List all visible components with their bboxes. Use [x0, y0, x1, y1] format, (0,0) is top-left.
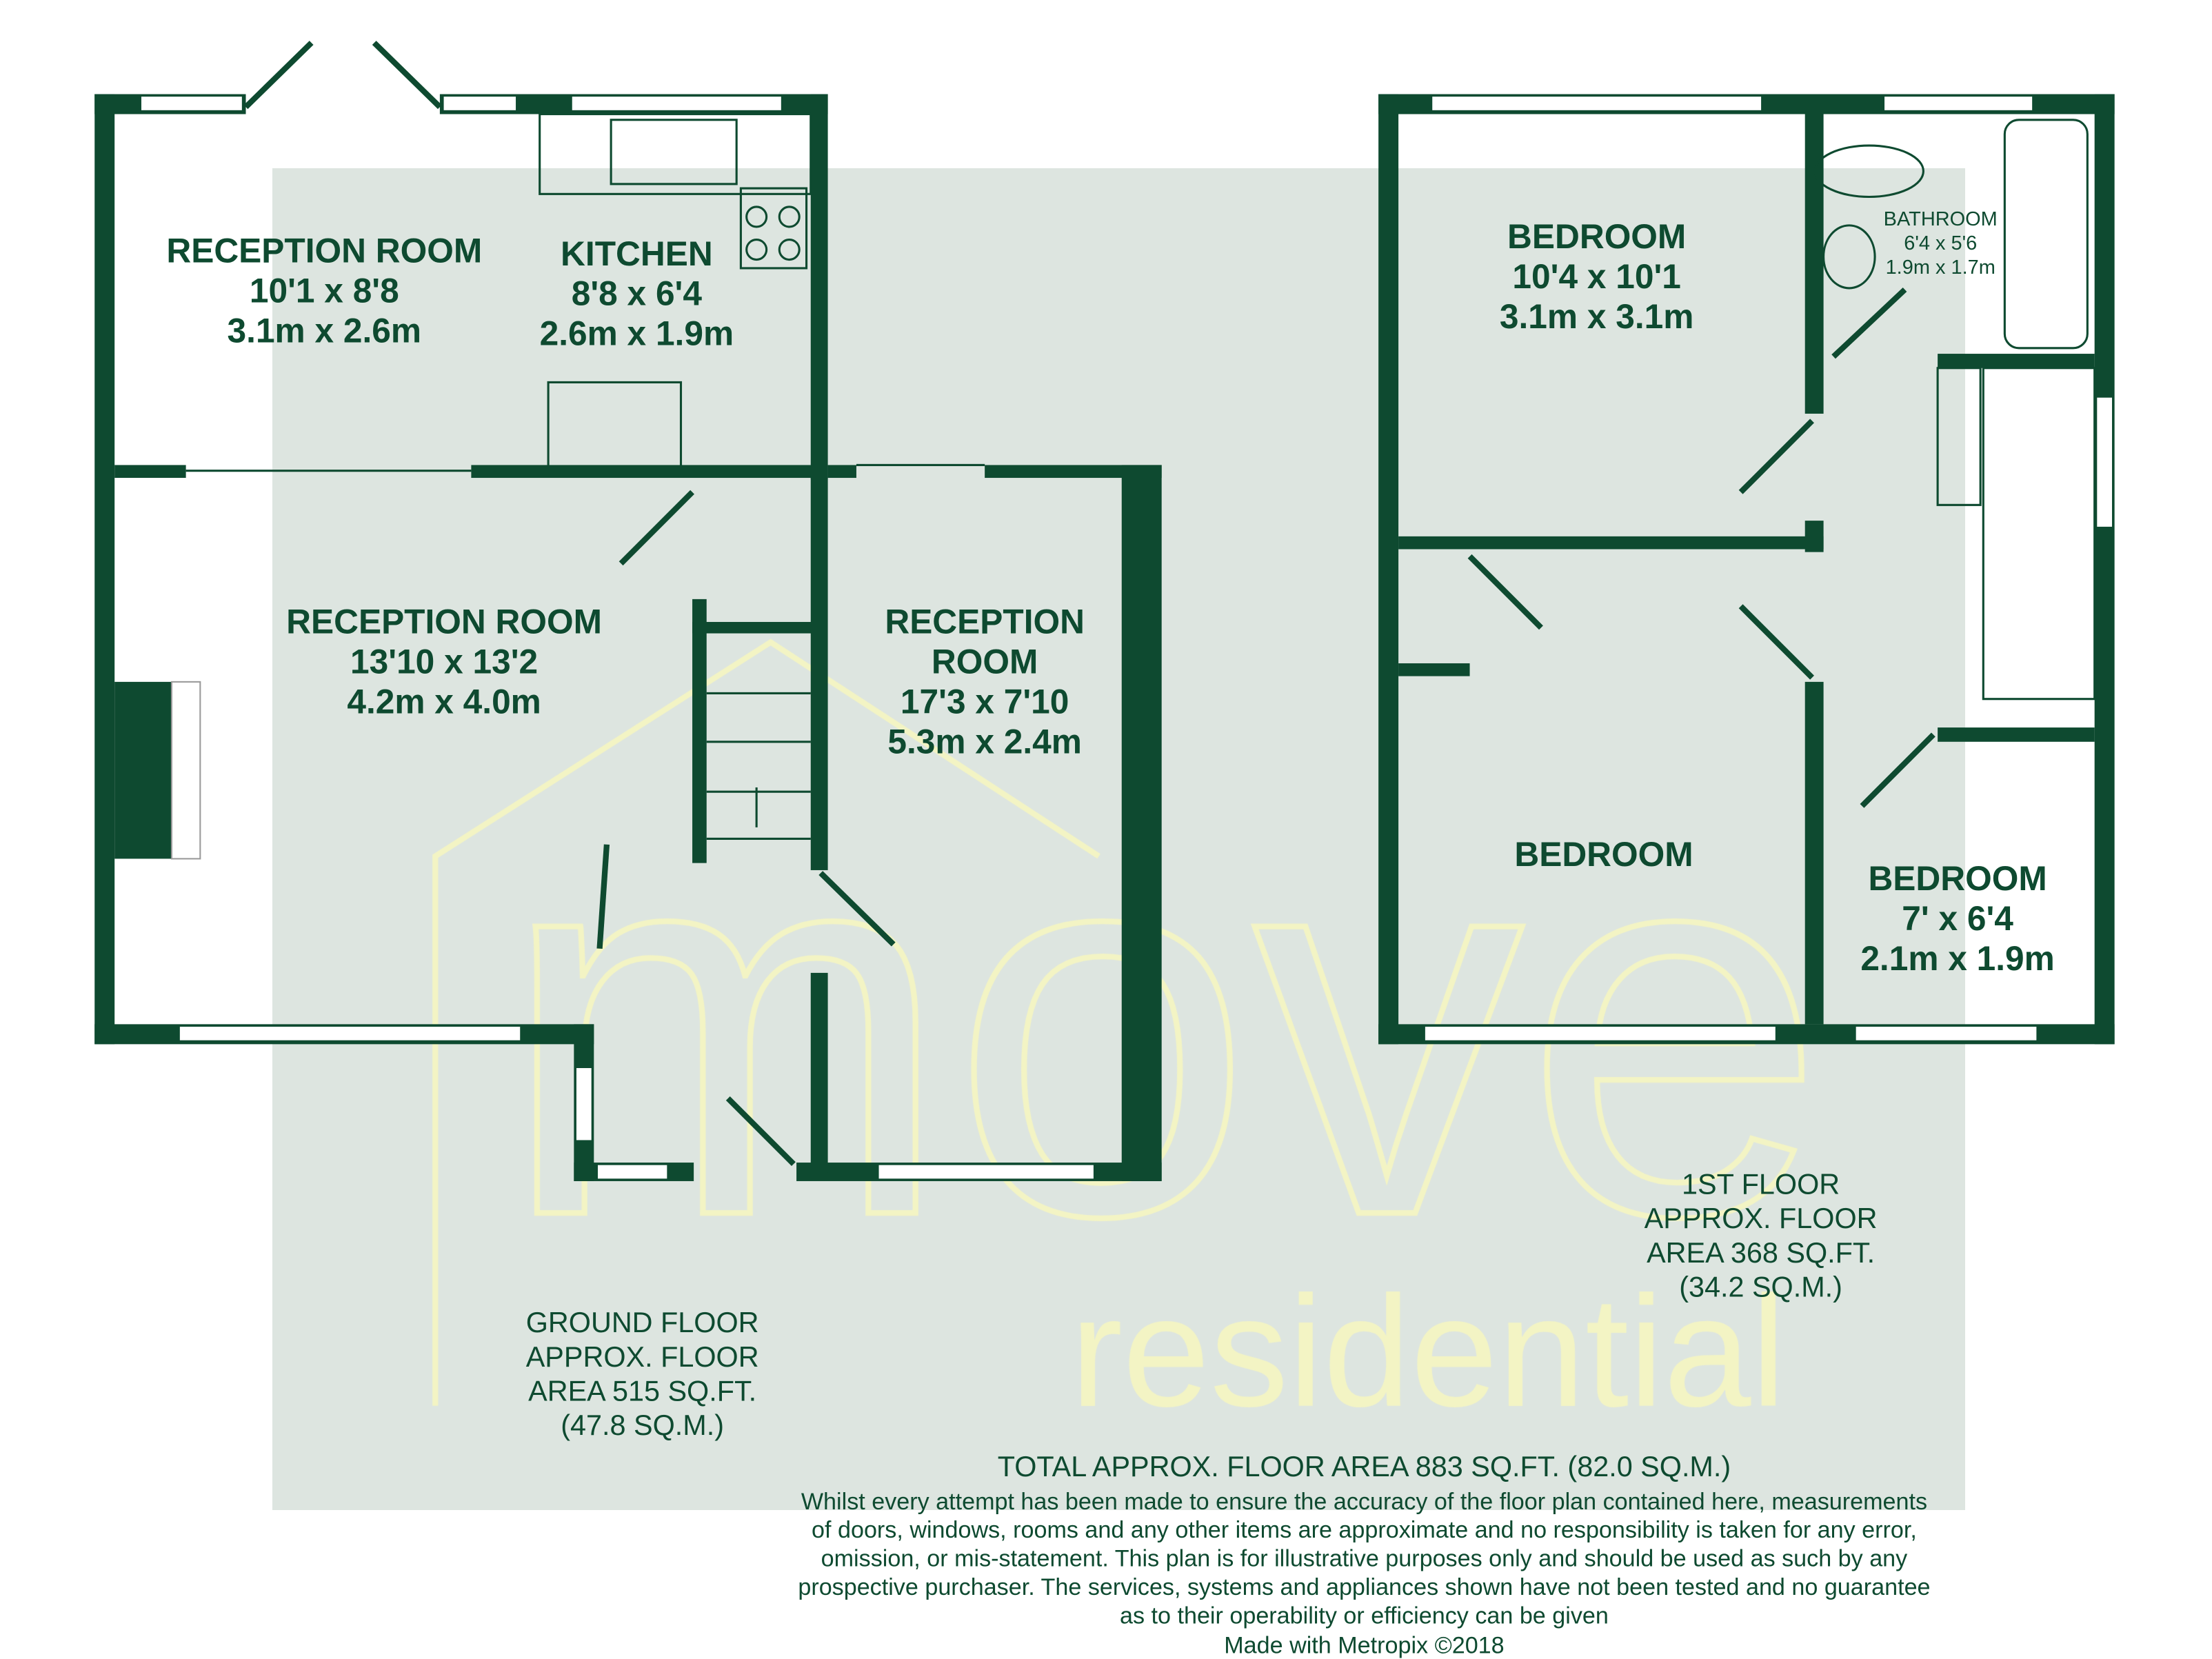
svg-text:AREA 515 SQ.FT.: AREA 515 SQ.FT.	[528, 1376, 756, 1407]
svg-text:3.1m x 3.1m: 3.1m x 3.1m	[1500, 297, 1693, 336]
svg-text:as to their operability or eff: as to their operability or efficiency ca…	[1120, 1602, 1609, 1629]
svg-text:ROOM: ROOM	[932, 642, 1038, 681]
svg-text:BEDROOM: BEDROOM	[1868, 859, 2047, 898]
svg-text:RECEPTION ROOM: RECEPTION ROOM	[166, 232, 482, 270]
fireplace-icon	[114, 681, 175, 859]
svg-text:(47.8 SQ.M.): (47.8 SQ.M.)	[561, 1409, 724, 1441]
svg-text:10'1 x 8'8: 10'1 x 8'8	[250, 272, 399, 310]
svg-text:prospective purchaser. The ser: prospective purchaser. The services, sys…	[798, 1574, 1930, 1600]
svg-text:6'4 x 5'6: 6'4 x 5'6	[1904, 232, 1977, 254]
svg-text:17'3 x 7'10: 17'3 x 7'10	[901, 682, 1069, 721]
room-bedroom-1: BEDROOM 10'4 x 10'1 3.1m x 3.1m	[1500, 217, 1693, 336]
basin-icon	[1822, 224, 1876, 290]
svg-text:(34.2 SQ.M.): (34.2 SQ.M.)	[1679, 1271, 1842, 1303]
bath-icon	[2003, 119, 2089, 350]
total-floor-area: TOTAL APPROX. FLOOR AREA 883 SQ.FT. (82.…	[998, 1451, 1731, 1482]
room-reception-3: RECEPTION ROOM 17'3 x 7'10 5.3m x 2.4m	[885, 603, 1085, 761]
stairs-first	[1982, 367, 2096, 701]
svg-text:3.1m x 2.6m: 3.1m x 2.6m	[228, 312, 421, 350]
svg-text:13'10 x 13'2: 13'10 x 13'2	[350, 642, 538, 681]
svg-text:8'8 x 6'4: 8'8 x 6'4	[572, 274, 703, 313]
toilet-icon	[1813, 144, 1924, 199]
sink-icon	[610, 119, 738, 185]
svg-text:4.2m x 4.0m: 4.2m x 4.0m	[347, 682, 541, 721]
svg-text:Whilst every attempt has been: Whilst every attempt has been made to en…	[801, 1489, 1927, 1515]
svg-text:AREA 368 SQ.FT.: AREA 368 SQ.FT.	[1647, 1237, 1875, 1269]
ground-floor-area: GROUND FLOOR APPROX. FLOOR AREA 515 SQ.F…	[526, 1307, 759, 1441]
svg-text:5.3m x 2.4m: 5.3m x 2.4m	[887, 722, 1081, 761]
svg-text:of doors, windows, rooms and a: of doors, windows, rooms and any other i…	[812, 1517, 1917, 1543]
svg-text:1.9m x 1.7m: 1.9m x 1.7m	[1886, 257, 1995, 279]
room-bedroom-3: BEDROOM 7' x 6'4 2.1m x 1.9m	[1860, 859, 2054, 978]
svg-text:RECEPTION: RECEPTION	[885, 603, 1085, 641]
room-reception-2: RECEPTION ROOM 13'10 x 13'2 4.2m x 4.0m	[286, 603, 602, 721]
svg-text:BATHROOM: BATHROOM	[1884, 208, 1998, 230]
room-bathroom: BATHROOM 6'4 x 5'6 1.9m x 1.7m	[1884, 208, 1998, 279]
svg-text:10'4 x 10'1: 10'4 x 10'1	[1512, 257, 1680, 296]
disclaimer: Whilst every attempt has been made to en…	[798, 1489, 1930, 1629]
svg-text:1ST FLOOR: 1ST FLOOR	[1682, 1169, 1840, 1200]
svg-text:KITCHEN: KITCHEN	[561, 234, 713, 273]
room-reception-1: RECEPTION ROOM 10'1 x 8'8 3.1m x 2.6m	[166, 232, 482, 350]
first-floor-area: 1ST FLOOR APPROX. FLOOR AREA 368 SQ.FT. …	[1645, 1169, 1878, 1303]
svg-text:APPROX. FLOOR: APPROX. FLOOR	[1645, 1203, 1878, 1234]
svg-text:omission, or mis-statement. Th: omission, or mis-statement. This plan is…	[821, 1546, 1908, 1572]
svg-text:GROUND FLOOR: GROUND FLOOR	[526, 1307, 759, 1338]
svg-text:RECEPTION ROOM: RECEPTION ROOM	[286, 603, 602, 641]
stairs-ground	[706, 692, 811, 840]
svg-text:BEDROOM: BEDROOM	[1507, 217, 1686, 256]
hob-icon	[739, 187, 808, 270]
svg-text:7' x 6'4: 7' x 6'4	[1902, 899, 2013, 938]
svg-text:2.6m x 1.9m: 2.6m x 1.9m	[540, 314, 734, 353]
room-kitchen: KITCHEN 8'8 x 6'4 2.6m x 1.9m	[540, 234, 734, 353]
svg-text:BEDROOM: BEDROOM	[1514, 835, 1693, 874]
svg-text:APPROX. FLOOR: APPROX. FLOOR	[526, 1341, 759, 1373]
ground-floor-walls	[94, 41, 1162, 1181]
credit: Made with Metropix ©2018	[1224, 1633, 1504, 1659]
room-bedroom-2: BEDROOM	[1514, 835, 1693, 874]
svg-text:2.1m x 1.9m: 2.1m x 1.9m	[1860, 939, 2054, 978]
first-floor-walls	[1378, 94, 2115, 1045]
